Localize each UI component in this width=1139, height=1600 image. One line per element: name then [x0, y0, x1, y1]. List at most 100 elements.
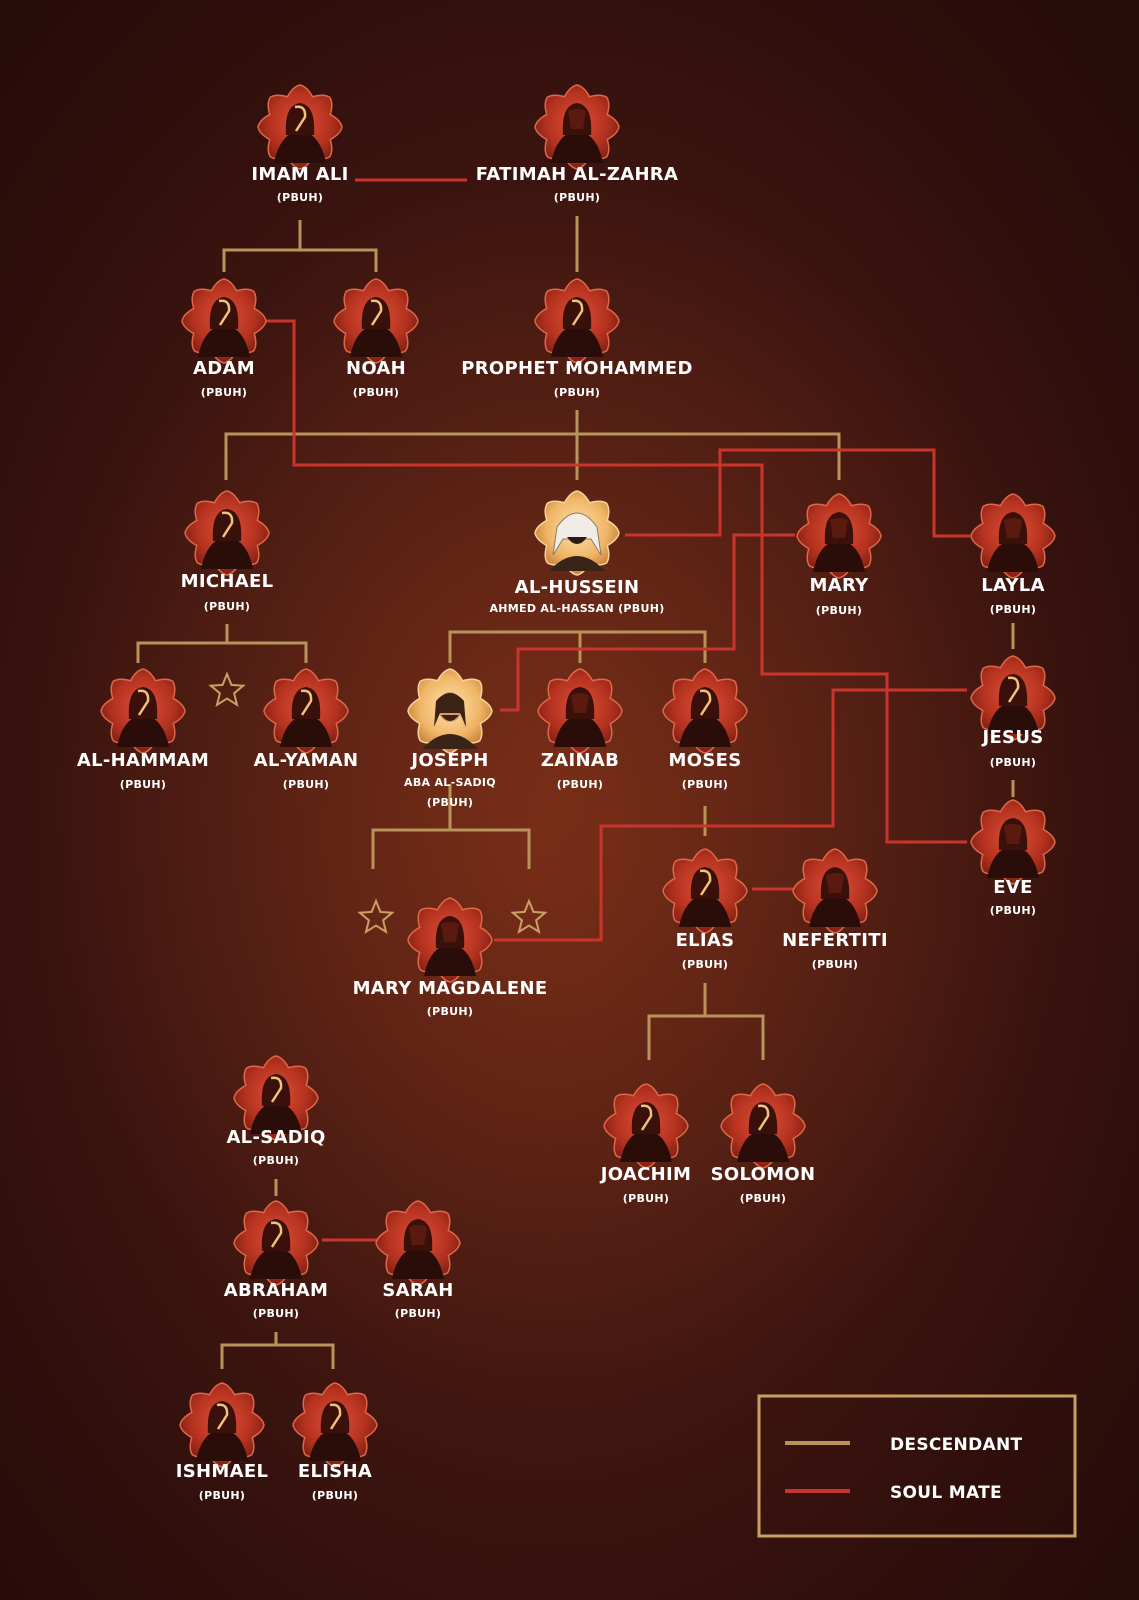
legend: DESCENDANT SOUL MATE [757, 1394, 1077, 1538]
veiled-woman-icon [813, 512, 865, 572]
person-name: MICHAEL [181, 571, 274, 592]
person-name: ZAINAB [541, 750, 619, 771]
person-node-imam-ali: IMAM ALI (PBUH) [251, 84, 348, 204]
person-honorific: (PBUH) [199, 1489, 245, 1502]
person-name: FATIMAH AL-ZAHRA [476, 164, 678, 185]
legend-soul-mate-label: SOUL MATE [890, 1483, 1002, 1503]
person-honorific: (PBUH) [623, 1192, 669, 1205]
person-node-moses: MOSES (PBUH) [662, 668, 748, 791]
descendant-line [371, 784, 531, 869]
person-name: SARAH [382, 1280, 453, 1301]
person-honorific: (PBUH) [283, 778, 329, 791]
person-name: NEFERTITI [782, 930, 888, 951]
person-node-solomon: SOLOMON (PBUH) [711, 1083, 816, 1205]
person-honorific: (PBUH) [682, 778, 728, 791]
person-name: MARY MAGDALENE [353, 978, 548, 999]
person-node-nefertiti: NEFERTITI (PBUH) [782, 848, 888, 971]
person-honorific: (PBUH) [277, 191, 323, 204]
soul-mate-line [625, 448, 970, 538]
person-node-al-yaman: AL-YAMAN (PBUH) [254, 668, 359, 791]
veiled-figure-icon [987, 674, 1039, 734]
person-name: JOACHIM [599, 1164, 691, 1185]
veiled-figure-icon [250, 1074, 302, 1134]
veiled-figure-icon [350, 297, 402, 357]
person-node-fatimah: FATIMAH AL-ZAHRA (PBUH) [476, 84, 678, 204]
person-honorific: (PBUH) [990, 756, 1036, 769]
person-name: PROPHET MOHAMMED [461, 358, 693, 379]
person-name: IMAM ALI [251, 164, 348, 185]
veiled-woman-icon [424, 916, 476, 976]
veiled-woman-icon [809, 867, 861, 927]
person-honorific: (PBUH) [120, 778, 166, 791]
person-name: AL-YAMAN [254, 750, 359, 771]
veiled-woman-icon [554, 687, 606, 747]
person-honorific: (PBUH) [204, 600, 250, 613]
star-outline-icon [357, 898, 395, 934]
star-markers [208, 671, 548, 934]
person-name: MARY [810, 575, 870, 596]
veiled-figure-icon [117, 687, 169, 747]
legend-frame [757, 1394, 1077, 1538]
veiled-figure-icon [201, 509, 253, 569]
person-node-elias: ELIAS (PBUH) [662, 848, 748, 971]
person-honorific: (PBUH) [253, 1307, 299, 1320]
person-honorific: (PBUH) [353, 386, 399, 399]
veiled-figure-icon [620, 1102, 672, 1162]
descendant-line [224, 410, 841, 480]
person-node-mary: MARY (PBUH) [796, 493, 882, 617]
person-node-abraham: ABRAHAM (PBUH) [224, 1200, 328, 1320]
person-honorific: (PBUH) [253, 1154, 299, 1167]
person-honorific-secondary: (PBUH) [427, 796, 473, 809]
person-name: ADAM [193, 358, 255, 379]
person-name: MOSES [669, 750, 742, 771]
person-name: ISHMAEL [176, 1461, 268, 1482]
person-honorific: (PBUH) [740, 1192, 786, 1205]
person-node-adam: ADAM (PBUH) [181, 278, 267, 399]
person-honorific: (PBUH) [312, 1489, 358, 1502]
person-name: AL-HUSSEIN [515, 577, 640, 598]
person-honorific: (PBUH) [554, 191, 600, 204]
person-node-noah: NOAH (PBUH) [333, 278, 419, 399]
person-honorific: (PBUH) [812, 958, 858, 971]
person-node-prophet-mohammed: PROPHET MOHAMMED (PBUH) [461, 278, 693, 399]
descendant-line [220, 1332, 335, 1369]
veiled-figure-icon [309, 1401, 361, 1461]
veiled-woman-icon [987, 818, 1039, 878]
veiled-woman-icon [551, 103, 603, 163]
person-node-joachim: JOACHIM (PBUH) [599, 1083, 691, 1205]
person-honorific: (PBUH) [816, 604, 862, 617]
veiled-figure-icon [679, 867, 731, 927]
person-name: AL-SADIQ [226, 1127, 325, 1148]
person-name: EVE [993, 877, 1032, 898]
long-haired-man-portrait-icon [422, 692, 478, 749]
person-name: JESUS [980, 727, 1043, 748]
person-honorific: (PBUH) [682, 958, 728, 971]
veiled-figure-icon [274, 103, 326, 163]
descendant-line [222, 220, 378, 272]
person-node-eve: EVE(PBUH) [970, 799, 1056, 917]
person-honorific: (PBUH) [554, 386, 600, 399]
veiled-woman-icon [392, 1219, 444, 1279]
person-name: NOAH [346, 358, 406, 379]
veiled-figure-icon [196, 1401, 248, 1461]
person-node-elisha: ELISHA(PBUH) [292, 1382, 378, 1502]
legend-descendant-label: DESCENDANT [890, 1435, 1022, 1455]
veiled-figure-icon [198, 297, 250, 357]
soul-mate-line [494, 688, 967, 942]
descendant-line [136, 624, 308, 663]
person-name: ELIAS [676, 930, 735, 951]
veiled-figure-icon [250, 1219, 302, 1279]
person-node-al-sadiq: AL-SADIQ (PBUH) [226, 1055, 325, 1167]
person-node-michael: MICHAEL (PBUH) [181, 490, 274, 613]
veiled-figure-icon [737, 1102, 789, 1162]
person-name: ABRAHAM [224, 1280, 328, 1301]
person-node-layla: LAYLA(PBUH) [970, 493, 1056, 616]
person-node-mary-magdalene: MARY MAGDALENE(PBUH) [353, 897, 548, 1018]
person-honorific: (PBUH) [201, 386, 247, 399]
person-name: JOSEPH [409, 750, 488, 771]
person-name: SOLOMON [711, 1164, 816, 1185]
star-outline-icon [510, 898, 548, 934]
